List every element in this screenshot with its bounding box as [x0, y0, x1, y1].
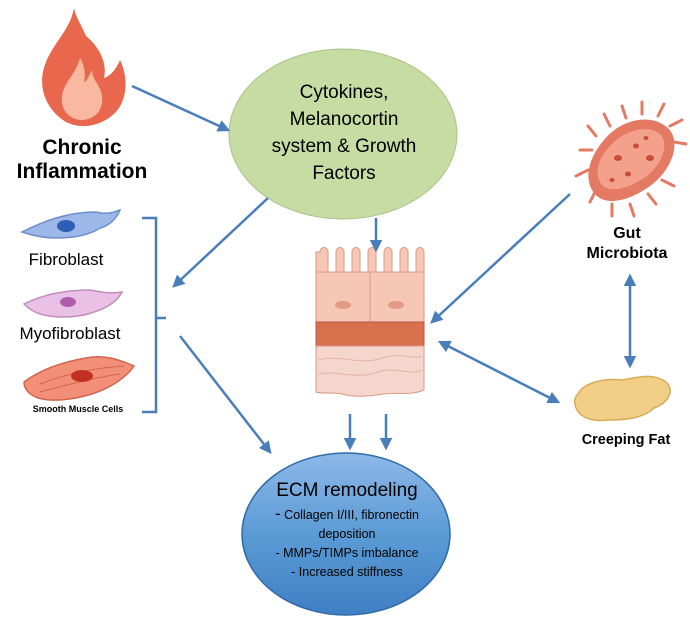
ecm-item-collagen: - Collagen I/III, fibronectin [262, 504, 432, 525]
ecm-label: ECM remodeling - Collagen I/III, fibrone… [262, 480, 432, 582]
ecm-item-stiffness: - Increased stiffness [291, 565, 403, 579]
ecm-item-collagen-line2: deposition [318, 527, 376, 541]
arrow-cytokines-to-cells [172, 197, 269, 288]
ecm-ellipse [241, 452, 451, 616]
ecm-item-collagen-line1: Collagen I/III, fibronectin [284, 508, 419, 522]
ecm-title: ECM remodeling [276, 480, 418, 501]
fibroblast-label: Fibroblast [28, 250, 104, 269]
creeping-fat-icon [573, 375, 671, 422]
gut-microbiota-line1: Gut [613, 225, 641, 242]
gut-microbiota-label: Gut Microbiota [566, 224, 688, 264]
arrow-wall-fat [437, 340, 561, 404]
arrow-inflammation-to-cytokines [131, 84, 231, 132]
cytokines-line-3: system & Growth [271, 136, 417, 157]
cytokines-ellipse [228, 48, 458, 220]
ecm-item-collagen-dash: - [275, 504, 281, 523]
chronic-inflammation-line2: Inflammation [16, 160, 148, 184]
creeping-fat-label: Creeping Fat [581, 432, 671, 448]
cytokines-label: Cytokines, Melanocortin system & Growth … [244, 79, 444, 187]
arrow-cells-to-ecm [179, 335, 272, 454]
fibroblast-icon [20, 208, 122, 239]
cytokines-line-2: Melanocortin [289, 109, 399, 130]
cytokines-line-1: Cytokines, [299, 82, 389, 103]
smooth-muscle-icon [23, 355, 136, 401]
gut-microbiota-line2: Microbiota [586, 245, 668, 262]
bacteria-icon [574, 100, 688, 218]
arrow-bacteria-to-wall [430, 193, 571, 324]
cells-brace [142, 216, 166, 414]
flame-icon [42, 8, 126, 127]
myofibroblast-label: Myofibroblast [19, 324, 121, 343]
cytokines-line-4: Factors [312, 163, 376, 184]
chronic-inflammation-label: Chronic Inflammation [8, 136, 156, 184]
ecm-item-mmps: - MMPs/TIMPs imbalance [275, 546, 419, 560]
chronic-inflammation-line1: Chronic [42, 136, 122, 159]
myofibroblast-icon [22, 289, 124, 318]
intestinal-wall-icon [315, 247, 425, 397]
smooth-muscle-label: Smooth Muscle Cells [32, 404, 124, 414]
